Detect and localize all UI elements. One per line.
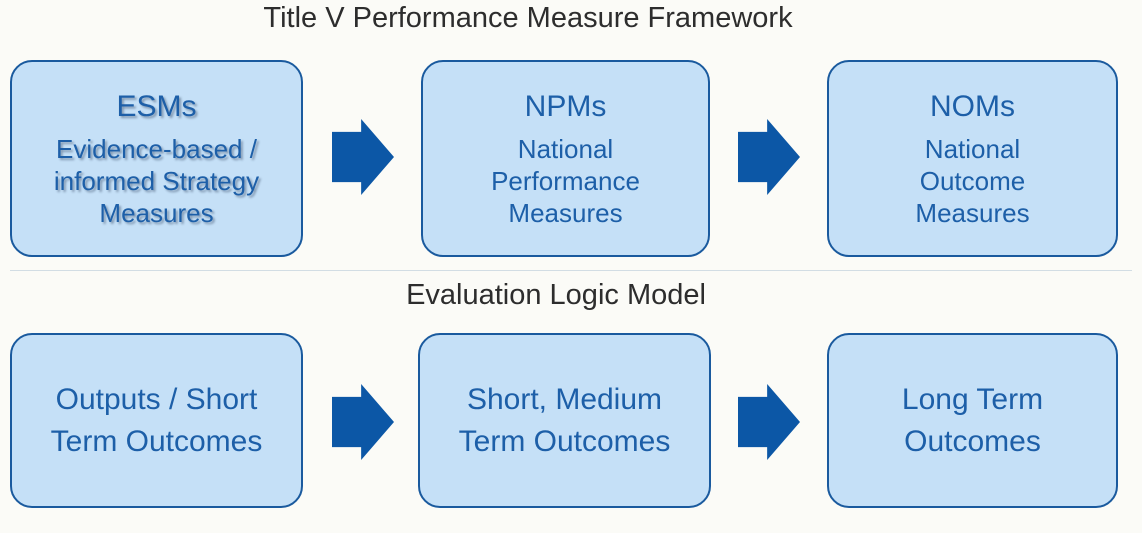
box-body-line: Measures bbox=[99, 197, 214, 228]
arrow-right-icon bbox=[332, 119, 394, 195]
box-noms: NOMs National Outcome Measures bbox=[827, 60, 1118, 257]
box-body-line: Long Term bbox=[901, 382, 1044, 416]
noms-heading: NOMs bbox=[930, 89, 1015, 123]
arrow-right-icon bbox=[332, 384, 394, 460]
arrow-right-icon bbox=[738, 384, 800, 460]
long-term-body: Long Term Outcomes bbox=[902, 379, 1043, 463]
box-body-line: Term Outcomes bbox=[458, 424, 671, 458]
npms-heading: NPMs bbox=[524, 89, 607, 123]
short-medium-term-body: Short, Medium Term Outcomes bbox=[459, 379, 671, 463]
box-body-line: National bbox=[924, 133, 1021, 164]
esms-body: Evidence-based / informed Strategy Measu… bbox=[54, 133, 259, 229]
esms-heading: ESMs bbox=[116, 89, 197, 123]
box-body-line: Outcomes bbox=[904, 424, 1041, 458]
box-body-line: Measures bbox=[915, 197, 1030, 228]
framework-title: Title V Performance Measure Framework bbox=[263, 2, 793, 34]
box-body-line: informed Strategy bbox=[53, 165, 260, 196]
box-body-line: National bbox=[517, 133, 614, 164]
box-body-line: Short, Medium bbox=[466, 382, 663, 416]
box-outputs-short-term: Outputs / Short Term Outcomes bbox=[10, 333, 303, 508]
npms-body: National Performance Measures bbox=[491, 133, 640, 229]
noms-body: National Outcome Measures bbox=[915, 133, 1029, 229]
box-npms: NPMs National Performance Measures bbox=[421, 60, 710, 257]
logic-model-title: Evaluation Logic Model bbox=[406, 279, 706, 311]
arrow-right-icon bbox=[738, 119, 800, 195]
box-body-line: Term Outcomes bbox=[50, 424, 263, 458]
outputs-short-term-body: Outputs / Short Term Outcomes bbox=[51, 379, 263, 463]
divider-line bbox=[10, 270, 1132, 271]
box-body-line: Outputs / Short bbox=[55, 382, 258, 416]
box-esms: ESMs Evidence-based / informed Strategy … bbox=[10, 60, 303, 257]
box-body-line: Evidence-based / bbox=[56, 133, 257, 164]
esms-text-group: ESMs Evidence-based / informed Strategy … bbox=[54, 89, 259, 229]
box-short-medium-term: Short, Medium Term Outcomes bbox=[418, 333, 711, 508]
box-body-line: Outcome bbox=[919, 165, 1026, 196]
box-body-line: Measures bbox=[508, 197, 623, 228]
box-body-line: Performance bbox=[491, 165, 640, 196]
box-long-term: Long Term Outcomes bbox=[827, 333, 1118, 508]
